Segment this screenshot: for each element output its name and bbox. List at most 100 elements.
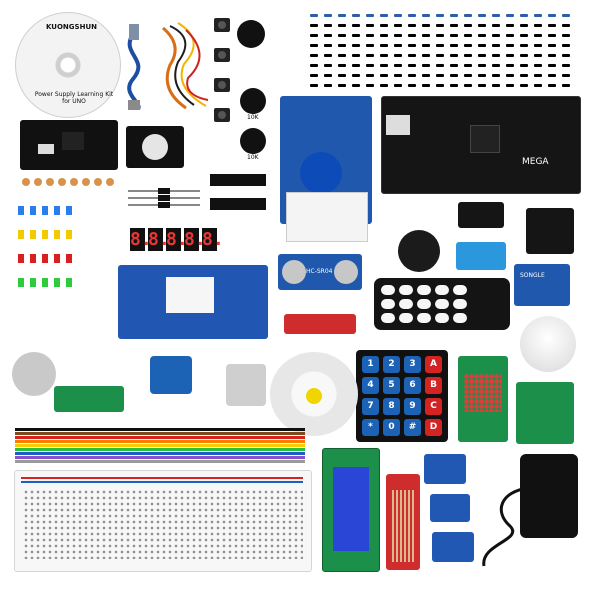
arduino-mega-board: MEGA xyxy=(381,96,581,194)
dc-motor xyxy=(226,364,266,406)
mega-label: MEGA xyxy=(522,157,549,167)
segment-digit-2: 8. xyxy=(148,228,170,251)
key-8: 8 xyxy=(383,398,400,415)
relay-label: SONGLE xyxy=(520,272,545,279)
water-sensor-traces xyxy=(392,490,414,562)
stepper-driver xyxy=(54,386,124,412)
remote-key-2 xyxy=(399,285,413,295)
joystick-module-small xyxy=(126,126,184,168)
remote-key-11 xyxy=(381,313,395,323)
ir-remote-pad xyxy=(374,278,510,330)
power-module-usb xyxy=(38,144,54,154)
pot-1 xyxy=(240,88,266,114)
prototype-shield xyxy=(118,265,268,339)
breadboard-holes xyxy=(23,489,303,559)
rfid-card xyxy=(286,192,368,242)
segment-digit-1: 8. xyxy=(130,228,152,251)
remote-key-10 xyxy=(453,299,467,309)
blue-module-2 xyxy=(430,494,470,522)
joystick-board xyxy=(526,208,574,254)
segment-digit-3: 8. xyxy=(166,228,188,251)
remote-key-14 xyxy=(435,313,449,323)
ultrasonic-label: HC-SR04 xyxy=(306,268,333,275)
ic-chips xyxy=(208,170,268,218)
cd-label: Power Supply Learning Kit for UNO xyxy=(34,91,114,105)
key-1: 1 xyxy=(362,356,379,373)
key-3: 3 xyxy=(404,356,421,373)
remote-key-1 xyxy=(381,285,395,295)
key-4: 4 xyxy=(362,377,379,394)
remote-key-3 xyxy=(417,285,431,295)
water-level-sensor xyxy=(386,474,420,570)
rfid-tag xyxy=(300,152,342,194)
remote-key-4 xyxy=(435,285,449,295)
diodes-row xyxy=(128,186,200,210)
key-c: C xyxy=(425,398,442,415)
breadboard xyxy=(14,470,312,572)
led-array xyxy=(18,206,76,296)
mega-usb xyxy=(386,115,410,135)
dht11-module xyxy=(456,242,506,270)
pot-label-2: 10K xyxy=(247,154,259,161)
rtc-module xyxy=(458,202,504,228)
joystick xyxy=(398,230,440,272)
tactile-buttons xyxy=(212,14,232,144)
mini-breadboard xyxy=(166,277,214,313)
buzzer xyxy=(237,20,265,48)
capacitor-row xyxy=(20,174,120,196)
blue-module-1 xyxy=(424,454,466,484)
relay-module: SONGLE xyxy=(514,264,570,306)
key-a: A xyxy=(425,356,442,373)
ultrasonic-sensor: HC-SR04 xyxy=(278,254,362,290)
power-adapter xyxy=(520,454,578,538)
breadboard-rail-blue-top xyxy=(21,481,303,483)
key-7: 7 xyxy=(362,398,379,415)
rfid-module xyxy=(280,96,372,242)
remote-key-13 xyxy=(417,313,431,323)
key-6: 6 xyxy=(404,377,421,394)
lcd-module xyxy=(322,448,380,572)
mega-chip xyxy=(470,125,500,153)
key-hash: # xyxy=(404,419,421,436)
remote-key-8 xyxy=(417,299,431,309)
key-d: D xyxy=(425,419,442,436)
jumper-wires xyxy=(158,20,214,112)
lcd-screen xyxy=(333,467,369,551)
key-b: B xyxy=(425,377,442,394)
matrix-grid xyxy=(464,374,502,412)
fan-hub xyxy=(306,388,322,404)
key-2: 2 xyxy=(383,356,400,373)
ultrasonic-eye-right xyxy=(334,260,358,284)
servo-motor xyxy=(150,356,192,394)
pot-2 xyxy=(240,128,266,154)
remote-key-5 xyxy=(453,285,467,295)
remote-key-9 xyxy=(435,299,449,309)
key-star: * xyxy=(362,419,379,436)
joystick-knob-small xyxy=(142,134,168,160)
stepper-motor xyxy=(12,352,56,396)
pir-sensor xyxy=(520,316,576,372)
seven-segment-display: 8. 8. 8. 8. 8. xyxy=(130,228,224,251)
led-matrix-module xyxy=(458,356,508,442)
cd-logo: KUONGSHUN xyxy=(46,23,97,31)
blue-module-3 xyxy=(432,532,474,562)
breadboard-rail-red-top xyxy=(21,477,303,479)
segment-digit-5: 8. xyxy=(202,228,224,251)
kit-cd: KUONGSHUN Power Supply Learning Kit for … xyxy=(15,12,121,118)
key-0: 0 xyxy=(383,419,400,436)
remote-key-6 xyxy=(381,299,395,309)
jumper-ribbon xyxy=(15,428,305,464)
key-9: 9 xyxy=(404,398,421,415)
ir-remote xyxy=(374,278,510,348)
resistor-array xyxy=(310,12,582,88)
usb-cable xyxy=(115,24,160,112)
pot-label-1: 10K xyxy=(247,114,259,121)
adapter-cable xyxy=(470,482,540,572)
ultrasonic-eye-left xyxy=(282,260,306,284)
remote-key-7 xyxy=(399,299,413,309)
power-module-jack xyxy=(62,132,84,150)
sound-sensor-module xyxy=(284,314,356,334)
segment-digit-4: 8. xyxy=(184,228,206,251)
tiny-green-board xyxy=(516,382,574,444)
remote-key-12 xyxy=(399,313,413,323)
